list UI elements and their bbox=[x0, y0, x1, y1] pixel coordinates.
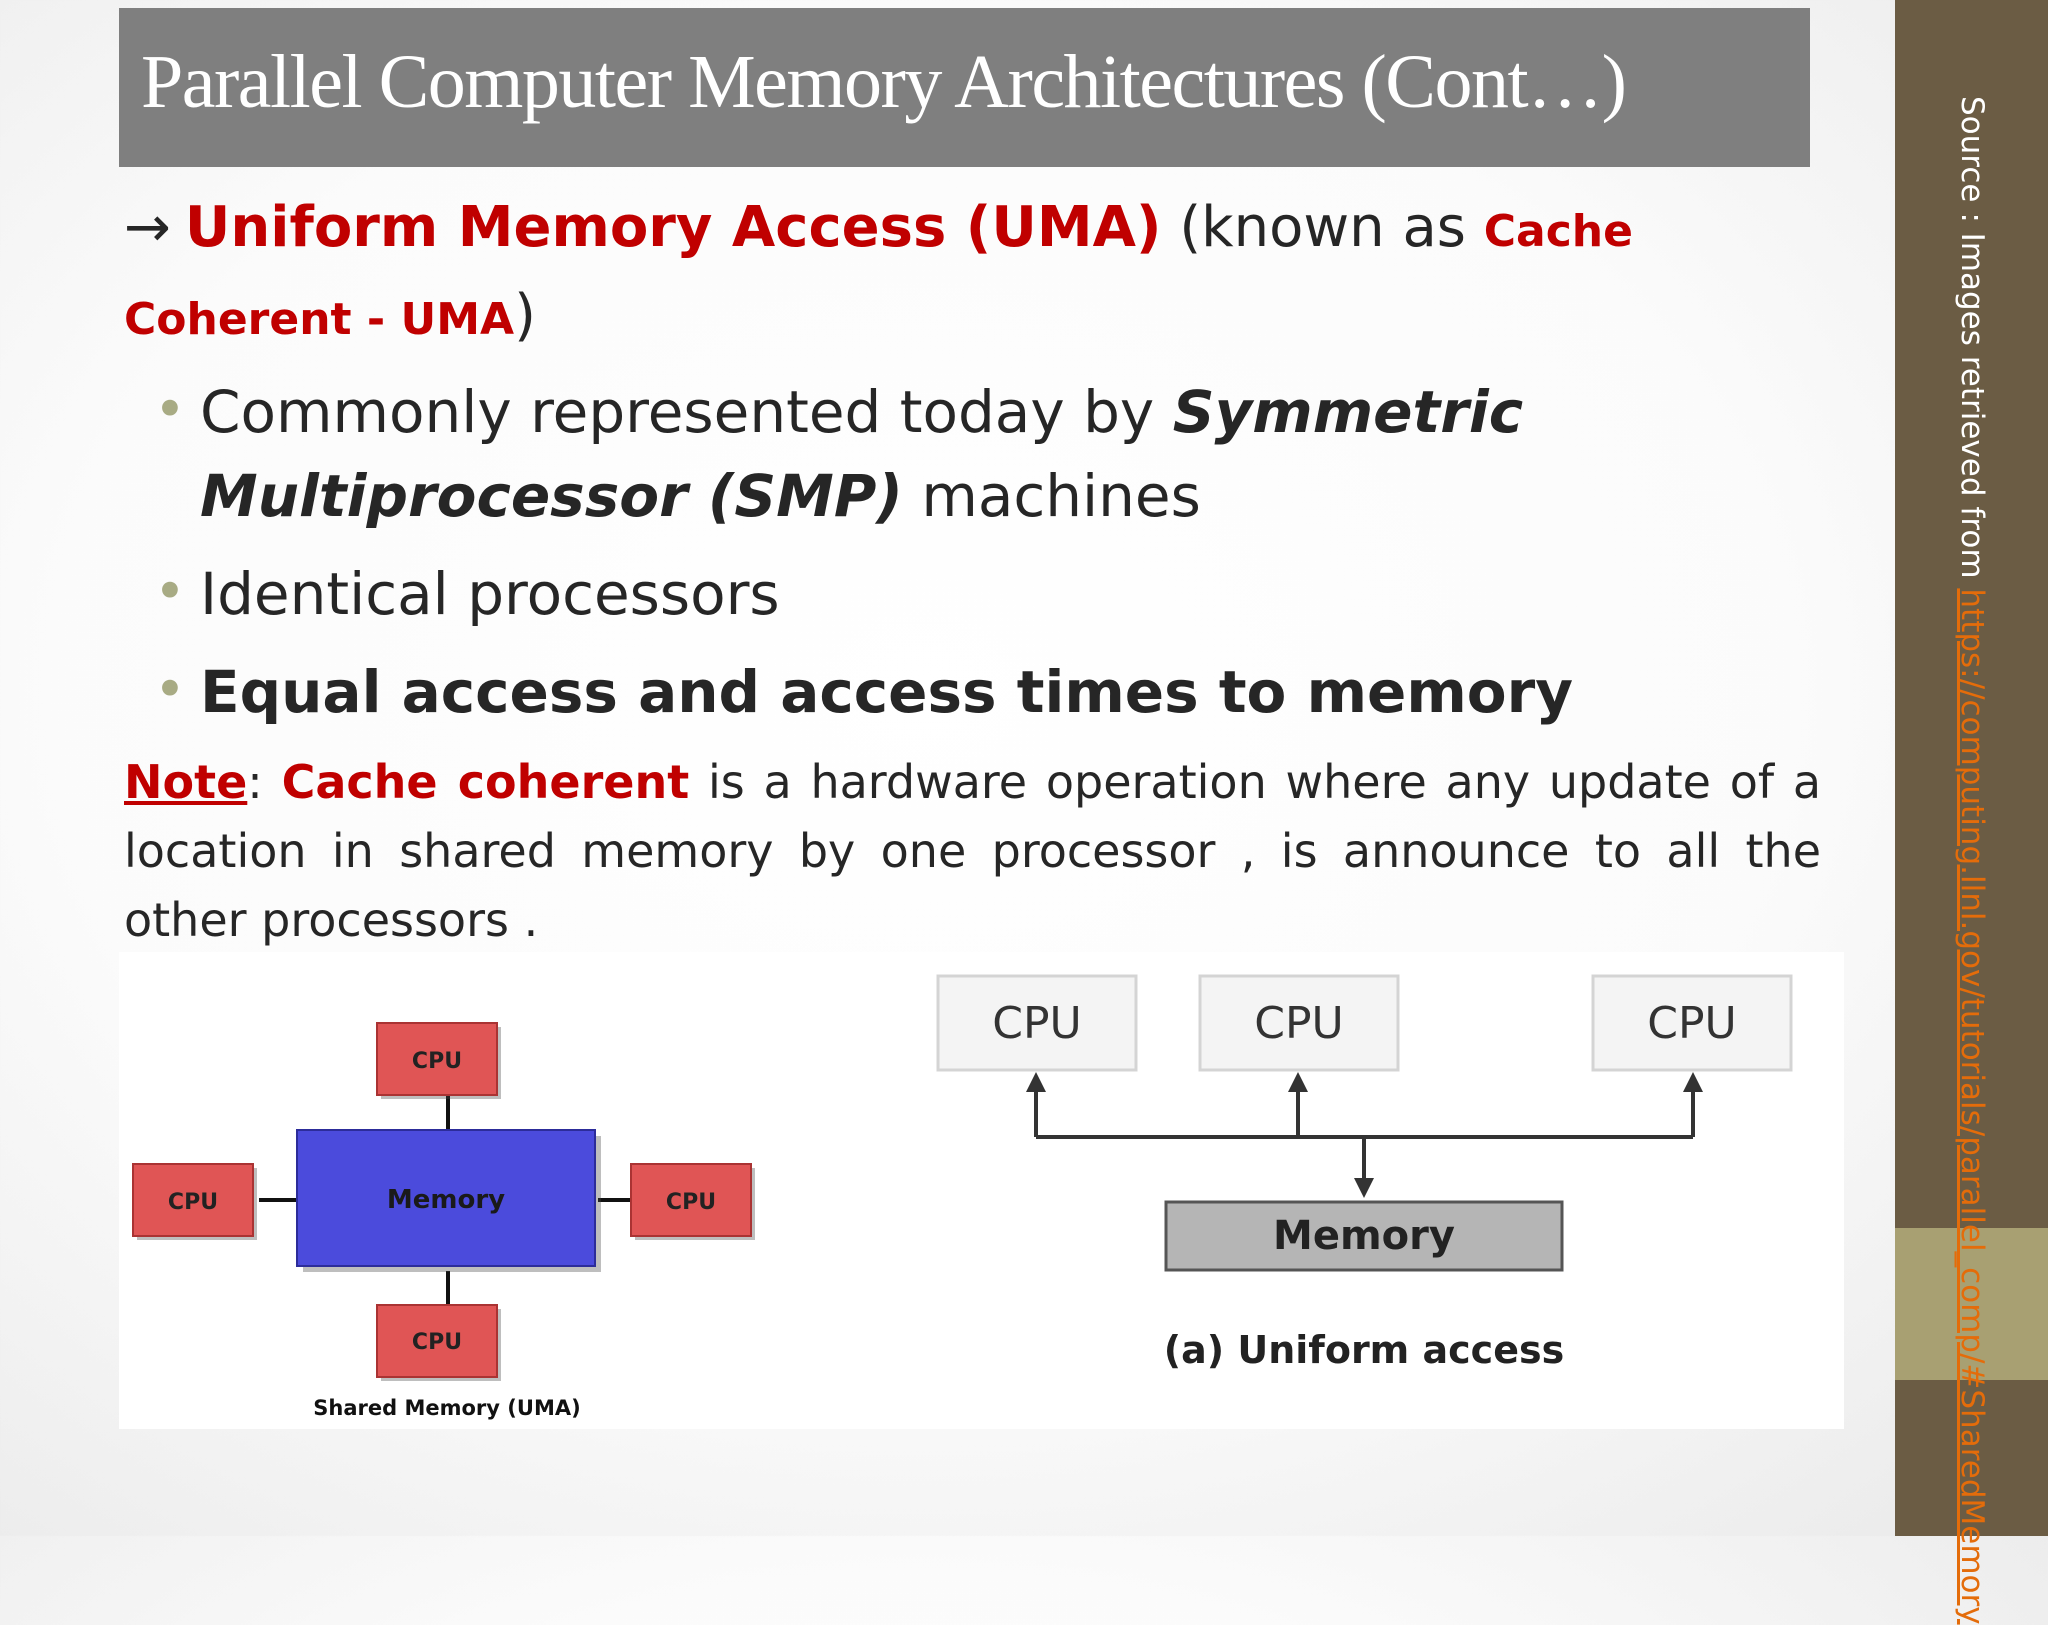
sidebar-accent-block bbox=[1895, 1228, 2048, 1380]
cpu-label-right: CPU bbox=[666, 1190, 716, 1215]
bullet-dot-icon: • bbox=[154, 658, 186, 721]
diagram-panel: CPU CPU CPU Memory CPU Shared Memory (UM… bbox=[119, 952, 1844, 1429]
cpu-box-right bbox=[630, 1163, 752, 1237]
bullet-dot-icon: • bbox=[154, 560, 186, 623]
bullet-smp-pre: Commonly represented today by bbox=[200, 378, 1173, 446]
uniform-access-diagram: CPU CPU CPU Memory (a) Uniform access bbox=[936, 974, 1793, 1372]
cpu-label-left: CPU bbox=[168, 1190, 218, 1215]
memory-label-gray: Memory bbox=[1273, 1213, 1455, 1259]
uma-diagram: CPU CPU CPU Memory CPU Shared Memory (UM… bbox=[132, 1022, 755, 1420]
cpu-box-2 bbox=[1198, 974, 1400, 1072]
cpu-box-3 bbox=[1591, 974, 1793, 1072]
arrow-up-icon bbox=[1026, 1072, 1046, 1092]
cpu-box-left bbox=[132, 1163, 254, 1237]
known-as-text: (known as bbox=[1161, 195, 1484, 260]
source-link[interactable]: https://computing.llnl.gov/tutorials/par… bbox=[1954, 588, 1990, 1625]
bullet-dot-icon: • bbox=[154, 378, 186, 441]
note-colon: : bbox=[247, 755, 282, 809]
slide-canvas: Parallel Computer Memory Architectures (… bbox=[119, 8, 1844, 1429]
slide-title: Parallel Computer Memory Architectures (… bbox=[141, 40, 1627, 124]
memory-box-gray bbox=[1164, 1200, 1564, 1272]
uma-caption: Shared Memory (UMA) bbox=[313, 1396, 580, 1420]
cc-uma-alias: Cache Coherent - UMA bbox=[124, 206, 1633, 345]
cpu-label-2: CPU bbox=[1254, 998, 1343, 1049]
bullet-list: •Commonly represented today by Symmetric… bbox=[124, 370, 1824, 734]
uma-term: Uniform Memory Access (UMA) bbox=[184, 195, 1162, 260]
cpu-label-1: CPU bbox=[992, 998, 1081, 1049]
cpu-label-3: CPU bbox=[1647, 998, 1736, 1049]
bullet-smp-em: Symmetric Multiprocessor (SMP) bbox=[200, 378, 1524, 530]
arrow-down-icon bbox=[1354, 1178, 1374, 1198]
cpu-label-bottom: CPU bbox=[412, 1330, 462, 1355]
note-label: Note bbox=[124, 755, 248, 809]
cpu-box-1 bbox=[936, 974, 1138, 1072]
memory-label-blue: Memory bbox=[387, 1185, 505, 1215]
cpu-box-bottom bbox=[376, 1304, 498, 1378]
arrow-up-icon bbox=[1683, 1072, 1703, 1092]
slide-content: →Uniform Memory Access (UMA) (known as C… bbox=[124, 186, 1824, 955]
bullet-identical: •Identical processors bbox=[154, 552, 1824, 636]
bullet-smp-post: machines bbox=[902, 462, 1201, 530]
note-term: Cache coherent bbox=[281, 755, 690, 809]
source-prefix: Source : Images retrieved from bbox=[1954, 96, 1990, 589]
note-text: is a hardware operation where any update… bbox=[124, 755, 1822, 947]
cpu-box-top bbox=[376, 1022, 498, 1096]
diagram-svg: CPU CPU CPU Memory CPU Shared Memory (UM… bbox=[132, 974, 1793, 1420]
bullet-identical-text: Identical processors bbox=[200, 560, 780, 628]
memory-box-blue bbox=[296, 1129, 596, 1267]
heading-close-paren: ) bbox=[514, 283, 536, 348]
bullet-equal-access-text: Equal access and access times to memory bbox=[200, 658, 1574, 726]
note-paragraph: Note: Cache coherent is a hardware opera… bbox=[124, 748, 1821, 955]
uniform-access-caption: (a) Uniform access bbox=[1164, 1328, 1564, 1372]
arrow-up-icon bbox=[1288, 1072, 1308, 1092]
cpu-label-top: CPU bbox=[412, 1049, 462, 1074]
source-note: Source : Images retrieved from https://c… bbox=[1954, 96, 1990, 1625]
arrow-right-icon: → bbox=[124, 195, 171, 260]
bullet-equal-access: •Equal access and access times to memory bbox=[154, 650, 1824, 734]
uma-heading: →Uniform Memory Access (UMA) (known as C… bbox=[124, 186, 1824, 362]
bullet-smp: •Commonly represented today by Symmetric… bbox=[154, 370, 1824, 538]
title-bar: Parallel Computer Memory Architectures (… bbox=[119, 8, 1810, 167]
